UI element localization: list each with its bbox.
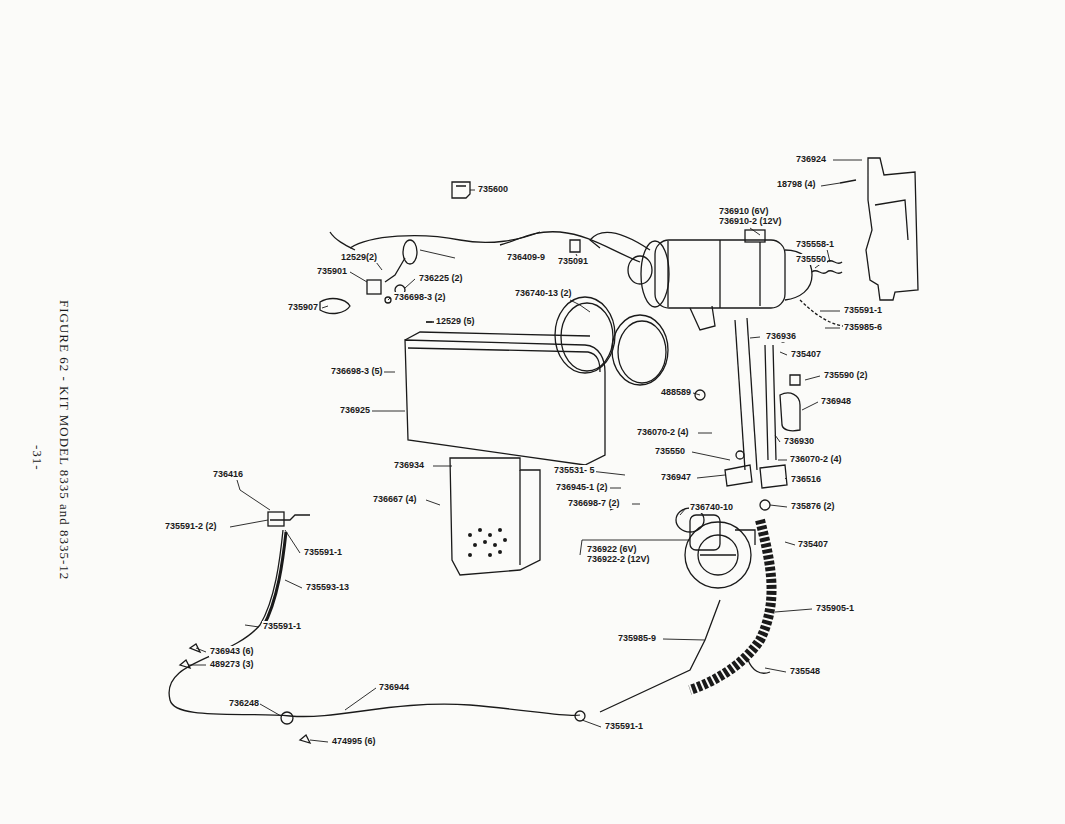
- callout-number: 736936: [765, 331, 797, 342]
- page-number: -31-: [29, 445, 45, 471]
- callout-number: 736943 (6): [209, 646, 255, 657]
- callout-number: 736070-2 (4): [789, 454, 843, 465]
- callout-number: 736409-9: [506, 252, 546, 263]
- callout-number: 736930: [783, 436, 815, 447]
- callout-number: 736667 (4): [372, 494, 418, 505]
- callout-number: 736416: [212, 469, 244, 480]
- callout-number: 736945-1 (2): [555, 482, 609, 493]
- callout-number: 735591-2 (2): [164, 521, 218, 532]
- callout-number: 736922-2 (12V): [586, 554, 651, 565]
- callout-number: 736947: [660, 472, 692, 483]
- callout-number: 735985-6: [843, 322, 883, 333]
- callout-number: 735907: [287, 302, 319, 313]
- callout-number: 12529(2): [340, 252, 378, 263]
- callout-number: 736225 (2): [418, 273, 464, 284]
- callout-number: 736698-7 (2): [567, 498, 621, 509]
- callout-number: 735600: [477, 184, 509, 195]
- callout-number: 736948: [820, 396, 852, 407]
- callout-number: 735591-1: [604, 721, 644, 732]
- callout-number: 736516: [790, 474, 822, 485]
- callout-number: 12529 (5): [435, 316, 476, 327]
- callout-number: 736248: [228, 698, 260, 709]
- callout-number: 736698-3 (2): [393, 292, 447, 303]
- callout-number: 735591-1: [262, 621, 302, 632]
- callout-number: 489273 (3): [209, 659, 255, 670]
- callout-number: 736740-13 (2): [514, 288, 573, 299]
- callout-number: 488589: [660, 387, 692, 398]
- figure-title: FIGURE 62 - KIT MODEL 8335 and 8335-12: [56, 300, 72, 580]
- callout-number: 735590 (2): [823, 370, 869, 381]
- callout-number: 735548: [789, 666, 821, 677]
- callout-number: 474995 (6): [331, 736, 377, 747]
- callout-number: 735558-1: [795, 239, 835, 250]
- callout-number: 735550: [795, 254, 827, 265]
- callout-number: 18798 (4): [776, 179, 817, 190]
- callout-number: 735876 (2): [790, 501, 836, 512]
- callout-number: 736944: [378, 682, 410, 693]
- callout-number: 736070-2 (4): [636, 427, 690, 438]
- callout-number: 736924: [795, 154, 827, 165]
- callout-number: 735407: [797, 539, 829, 550]
- callout-number: 736934: [393, 460, 425, 471]
- callout-number: 736698-3 (5): [330, 366, 384, 377]
- callout-number: 735091: [557, 256, 589, 267]
- callout-number: 736740-10: [689, 502, 734, 513]
- callout-number: 736925: [339, 405, 371, 416]
- callout-number: 735901: [316, 266, 348, 277]
- callout-number: 735407: [790, 349, 822, 360]
- callout-number: 735531- 5: [553, 465, 596, 476]
- callout-number: 735591-1: [303, 547, 343, 558]
- callout-number: 735905-1: [815, 603, 855, 614]
- callout-number: 735985-9: [617, 633, 657, 644]
- callout-number: 735593-13: [305, 582, 350, 593]
- callout-number: 735550: [654, 446, 686, 457]
- callout-number: 736910-2 (12V): [718, 216, 783, 227]
- callout-number: 735591-1: [843, 305, 883, 316]
